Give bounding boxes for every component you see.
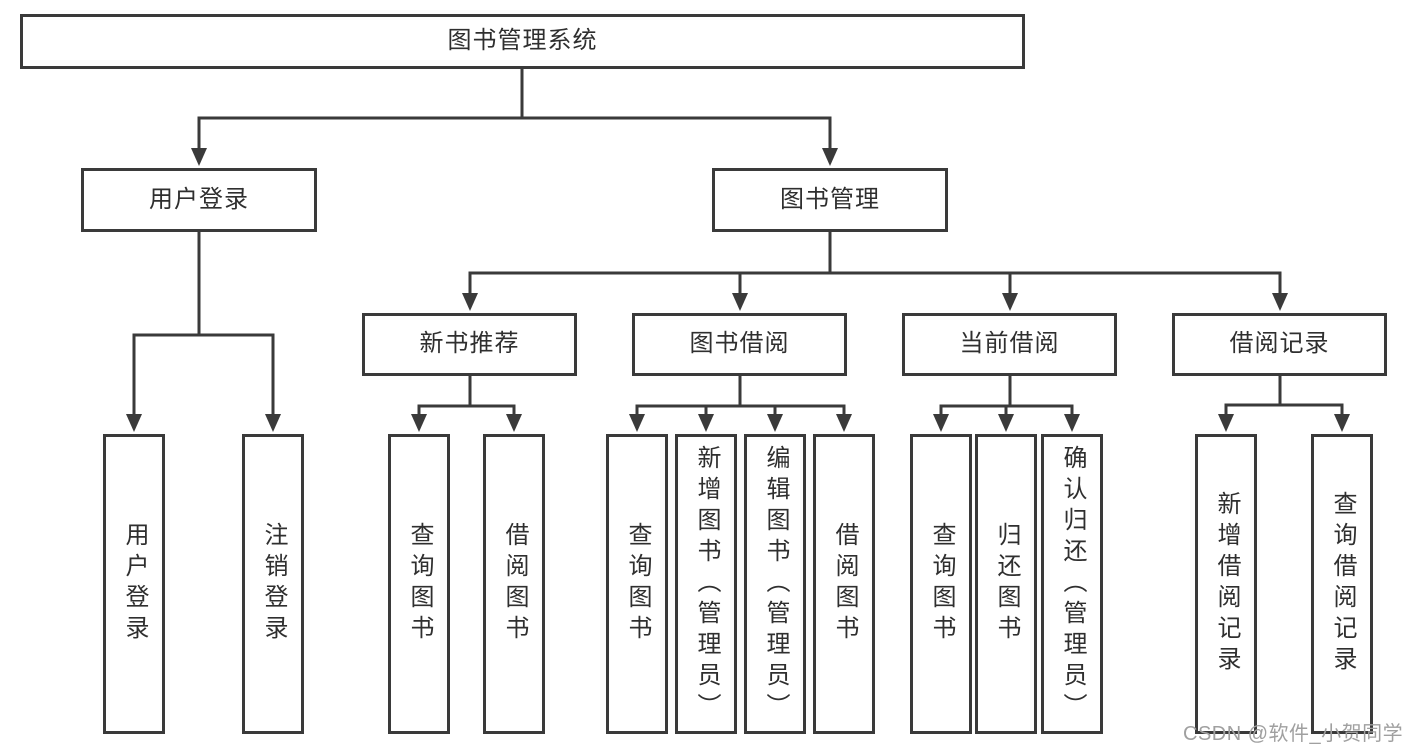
arrowhead-new-book bbox=[462, 293, 478, 311]
arrowhead-borrow-record bbox=[1272, 293, 1288, 311]
leaf-logout: 注销登录 bbox=[242, 434, 304, 734]
leaf-query-books-3-label: 查询图书 bbox=[928, 522, 955, 646]
leaf-query-books-1: 查询图书 bbox=[388, 434, 450, 734]
arrowhead-g4c2 bbox=[998, 414, 1014, 432]
arrowhead-g4c3 bbox=[1064, 414, 1080, 432]
node-borrow-record: 借阅记录 bbox=[1172, 313, 1387, 376]
leaf-user-login: 用户登录 bbox=[103, 434, 165, 734]
leaf-borrow-books-2: 借阅图书 bbox=[813, 434, 875, 734]
leaf-edit-books-admin: 编辑图书（管理员） bbox=[744, 434, 806, 734]
leaf-logout-label: 注销登录 bbox=[260, 522, 287, 646]
leaf-query-borrow-record-label: 查询借阅记录 bbox=[1329, 491, 1356, 677]
leaf-borrow-books-1: 借阅图书 bbox=[483, 434, 545, 734]
node-book-borrow: 图书借阅 bbox=[632, 313, 847, 376]
node-new-book-label: 新书推荐 bbox=[419, 330, 520, 358]
leaf-query-books-2-label: 查询图书 bbox=[624, 522, 651, 646]
arrowhead-g3c1 bbox=[629, 414, 645, 432]
connector-borrow-record-to-leaves bbox=[1224, 376, 1344, 417]
leaf-query-borrow-record: 查询借阅记录 bbox=[1311, 434, 1373, 734]
leaf-borrow-books-2-label: 借阅图书 bbox=[831, 522, 858, 646]
arrowhead-g3c2 bbox=[698, 414, 714, 432]
connector-new-book-to-leaves bbox=[417, 376, 516, 417]
arrowhead-book-mgmt bbox=[822, 148, 838, 166]
node-new-book: 新书推荐 bbox=[362, 313, 577, 376]
connector-root-to-level2 bbox=[197, 69, 832, 150]
arrowhead-g4c1 bbox=[933, 414, 949, 432]
arrowhead-login-leaf bbox=[126, 414, 142, 432]
leaf-add-borrow-record-label: 新增借阅记录 bbox=[1213, 491, 1240, 677]
leaf-confirm-return-admin: 确认归还（管理员） bbox=[1041, 434, 1103, 734]
node-current-borrow: 当前借阅 bbox=[902, 313, 1117, 376]
leaf-user-login-label: 用户登录 bbox=[121, 522, 148, 646]
connector-user-login-to-leaves bbox=[132, 232, 275, 417]
arrowhead-user-login bbox=[191, 148, 207, 166]
arrowhead-g3c3 bbox=[767, 414, 783, 432]
leaf-query-books-2: 查询图书 bbox=[606, 434, 668, 734]
arrowhead-current-borrow bbox=[1002, 293, 1018, 311]
csdn-watermark: CSDN @软件_小贺同学 bbox=[1183, 723, 1404, 745]
leaf-edit-books-admin-label: 编辑图书（管理员） bbox=[762, 444, 789, 724]
connector-book-mgmt-to-level3 bbox=[468, 232, 1282, 295]
node-root-label: 图书管理系统 bbox=[447, 27, 598, 55]
node-current-borrow-label: 当前借阅 bbox=[959, 330, 1060, 358]
node-user-login: 用户登录 bbox=[81, 168, 317, 232]
leaf-borrow-books-1-label: 借阅图书 bbox=[501, 522, 528, 646]
connector-book-borrow-to-leaves bbox=[635, 376, 846, 417]
arrowhead-g2c1 bbox=[411, 414, 427, 432]
arrowhead-book-borrow bbox=[732, 293, 748, 311]
leaf-return-books: 归还图书 bbox=[975, 434, 1037, 734]
node-book-borrow-label: 图书借阅 bbox=[689, 330, 790, 358]
node-book-mgmt: 图书管理 bbox=[712, 168, 948, 232]
leaf-add-borrow-record: 新增借阅记录 bbox=[1195, 434, 1257, 734]
leaf-add-books-admin: 新增图书（管理员） bbox=[675, 434, 737, 734]
leaf-query-books-1-label: 查询图书 bbox=[406, 522, 433, 646]
node-user-login-label: 用户登录 bbox=[149, 185, 249, 213]
arrowhead-logout-leaf bbox=[265, 414, 281, 432]
arrowhead-g3c4 bbox=[836, 414, 852, 432]
arrowhead-g2c2 bbox=[506, 414, 522, 432]
leaf-add-books-admin-label: 新增图书（管理员） bbox=[693, 444, 720, 724]
leaf-query-books-3: 查询图书 bbox=[910, 434, 972, 734]
arrowhead-g5c2 bbox=[1334, 414, 1350, 432]
leaf-return-books-label: 归还图书 bbox=[993, 522, 1020, 646]
node-borrow-record-label: 借阅记录 bbox=[1229, 330, 1330, 358]
node-book-mgmt-label: 图书管理 bbox=[780, 185, 880, 213]
node-root: 图书管理系统 bbox=[20, 14, 1025, 69]
connector-current-borrow-to-leaves bbox=[939, 376, 1074, 417]
arrowhead-g5c1 bbox=[1218, 414, 1234, 432]
leaf-confirm-return-admin-label: 确认归还（管理员） bbox=[1059, 444, 1086, 724]
